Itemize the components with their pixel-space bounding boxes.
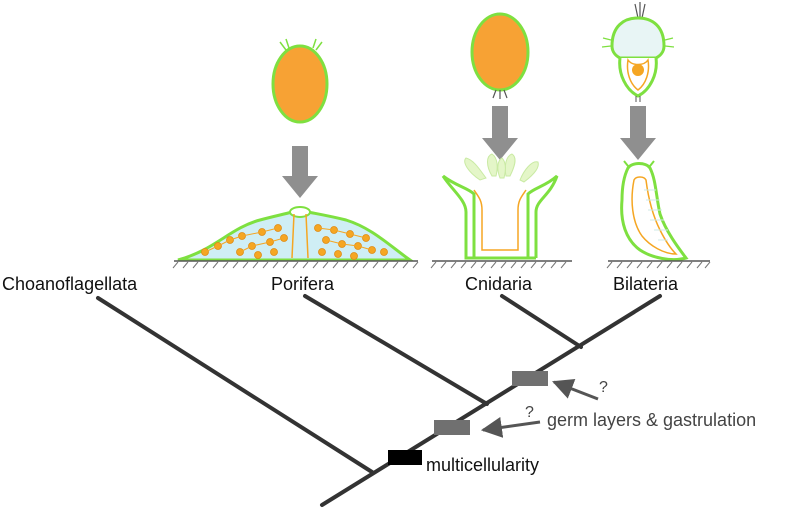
bilateria-adult-icon: [620, 160, 689, 262]
tree-branches: [96, 294, 662, 507]
trunk-branch: [320, 294, 662, 507]
branch-porifera: [303, 294, 489, 406]
germ-layers-marker-upper: [512, 371, 548, 386]
germ-layers-marker-lower: [434, 420, 470, 435]
label-multicellularity: multicellularity: [426, 455, 539, 475]
bilateria-substrate: [606, 260, 711, 269]
cnidaria-illustration: [430, 12, 572, 269]
bilateria-larva-icon: [601, 2, 675, 102]
question-mark-lower: ?: [525, 404, 534, 421]
porifera-illustration: [172, 38, 419, 269]
bilateria-illustration: [601, 2, 711, 269]
label-germ-layers: germ layers & gastrulation: [547, 410, 756, 430]
cnidaria-substrate: [430, 260, 572, 269]
label-cnidaria: Cnidaria: [465, 274, 533, 294]
cnidaria-adult-icon: [441, 153, 559, 260]
question-arrow-upper: [552, 379, 599, 401]
question-mark-upper: ?: [599, 379, 608, 396]
label-bilateria: Bilateria: [613, 274, 679, 294]
porifera-larva-icon: [271, 38, 329, 124]
label-porifera: Porifera: [271, 274, 335, 294]
porifera-development-arrow: [282, 146, 318, 198]
branch-cnidaria: [500, 294, 583, 349]
porifera-substrate: [172, 260, 419, 269]
bilateria-development-arrow: [620, 106, 656, 160]
multicellularity-marker: [388, 450, 422, 465]
cnidaria-development-arrow: [482, 106, 518, 160]
question-arrow-lower: [480, 416, 541, 438]
porifera-adult-icon: [177, 206, 415, 262]
branch-choanoflagellata: [96, 296, 374, 474]
cnidaria-larva-icon: [470, 12, 530, 99]
label-choanoflagellata: Choanoflagellata: [2, 274, 138, 294]
